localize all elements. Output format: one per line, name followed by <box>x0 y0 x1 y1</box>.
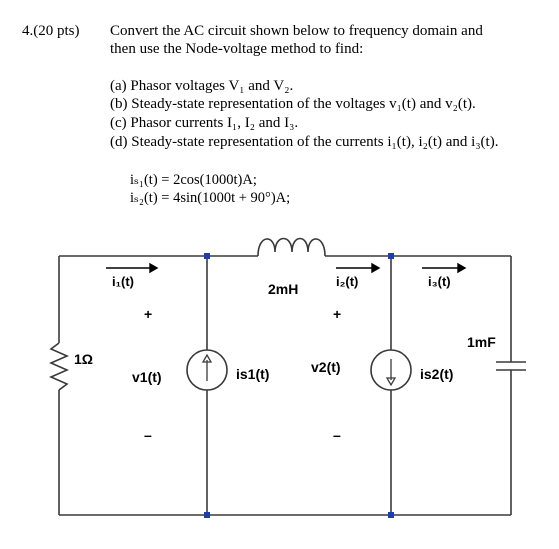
item-d: (d) Steady-state representation of the c… <box>110 134 499 150</box>
label-resistor: 1Ω <box>74 351 93 367</box>
label-v2-minus: – <box>333 427 341 443</box>
item-b: (b) Steady-state representation of the v… <box>110 96 476 112</box>
item-a: (a) Phasor voltages V₁ and V₂. <box>110 78 294 94</box>
label-v1: v1(t) <box>132 369 162 385</box>
source1-arrowhead <box>201 353 213 363</box>
label-i2: i₂(t) <box>336 274 358 289</box>
node-dot-bottom-2 <box>388 512 394 518</box>
node-dot-top-1 <box>204 253 210 259</box>
equation-is2: iₛ₂(t) = 4sin(1000t + 90°)A; <box>130 190 291 206</box>
label-v2: v2(t) <box>311 359 341 375</box>
node-dot-top-2 <box>388 253 394 259</box>
item-c: (c) Phasor currents I₁, I₂ and I₃. <box>110 115 299 131</box>
label-i1: i₁(t) <box>112 274 134 289</box>
label-v2-plus: + <box>333 306 341 322</box>
resistor-zigzag <box>49 342 69 391</box>
equation-is1: iₛ₁(t) = 2cos(1000t)A; <box>130 172 257 188</box>
i3-arrowhead <box>457 262 467 274</box>
label-inductor: 2mH <box>268 281 298 297</box>
label-v1-plus: + <box>144 306 152 322</box>
question-intro-line1: Convert the AC circuit shown below to fr… <box>110 23 483 39</box>
i1-arrowhead <box>149 262 159 274</box>
label-i3: i₃(t) <box>428 274 451 289</box>
question-intro-line2: then use the Node-voltage method to find… <box>110 41 364 57</box>
label-source1: is1(t) <box>236 366 269 382</box>
label-capacitor: 1mF <box>467 334 496 350</box>
label-v1-minus: – <box>144 427 152 443</box>
label-source2: is2(t) <box>420 366 453 382</box>
inductor-coil <box>257 237 326 257</box>
node-dot-bottom-1 <box>204 512 210 518</box>
source2-arrowhead <box>385 377 397 387</box>
question-number: 4.(20 pts) <box>22 23 80 39</box>
i2-arrowhead <box>371 262 381 274</box>
